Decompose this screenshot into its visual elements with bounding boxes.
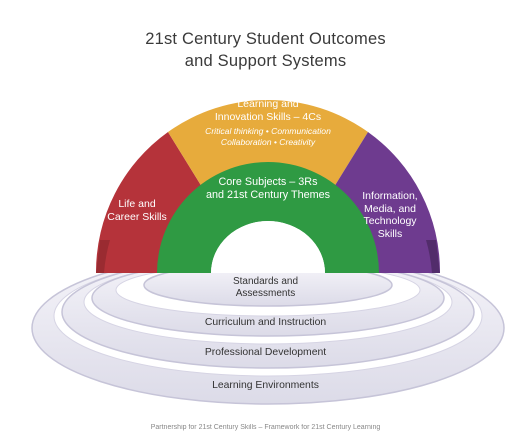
label-4cs-line-2: Collaboration • Creativity bbox=[220, 137, 316, 147]
label-learning-environments: Learning Environments bbox=[212, 380, 319, 391]
label-core-subjects: Core Subjects – 3Rs and 21st Century The… bbox=[205, 176, 331, 201]
label-standards: Standards and Assessments bbox=[232, 276, 299, 299]
label-learning-innovation-group: Learning and Innovation Skills – 4Cs Cri… bbox=[198, 98, 338, 148]
title-line-1: 21st Century Student Outcomes bbox=[145, 30, 386, 48]
core-opening bbox=[211, 221, 325, 273]
label-learning-innovation: Learning and Innovation Skills – 4Cs bbox=[214, 98, 322, 123]
label-life-career: Life and Career Skills bbox=[107, 198, 167, 223]
label-information-media: Information, Media, and Technology Skill… bbox=[362, 190, 418, 240]
footer-credit: Partnership for 21st Century Skills – Fr… bbox=[150, 424, 381, 431]
label-professional-development: Professional Development bbox=[204, 347, 327, 358]
label-learning-innovation-details: Critical thinking • Communication Collab… bbox=[198, 126, 338, 148]
label-curriculum: Curriculum and Instruction bbox=[204, 317, 327, 328]
title-line-2: and Support Systems bbox=[184, 52, 347, 70]
arc-shadow-right bbox=[426, 240, 440, 273]
arc-shadow-left bbox=[96, 240, 110, 273]
arc-core-subjects bbox=[157, 162, 379, 273]
label-4cs-line-1: Critical thinking • Communication bbox=[205, 126, 331, 136]
